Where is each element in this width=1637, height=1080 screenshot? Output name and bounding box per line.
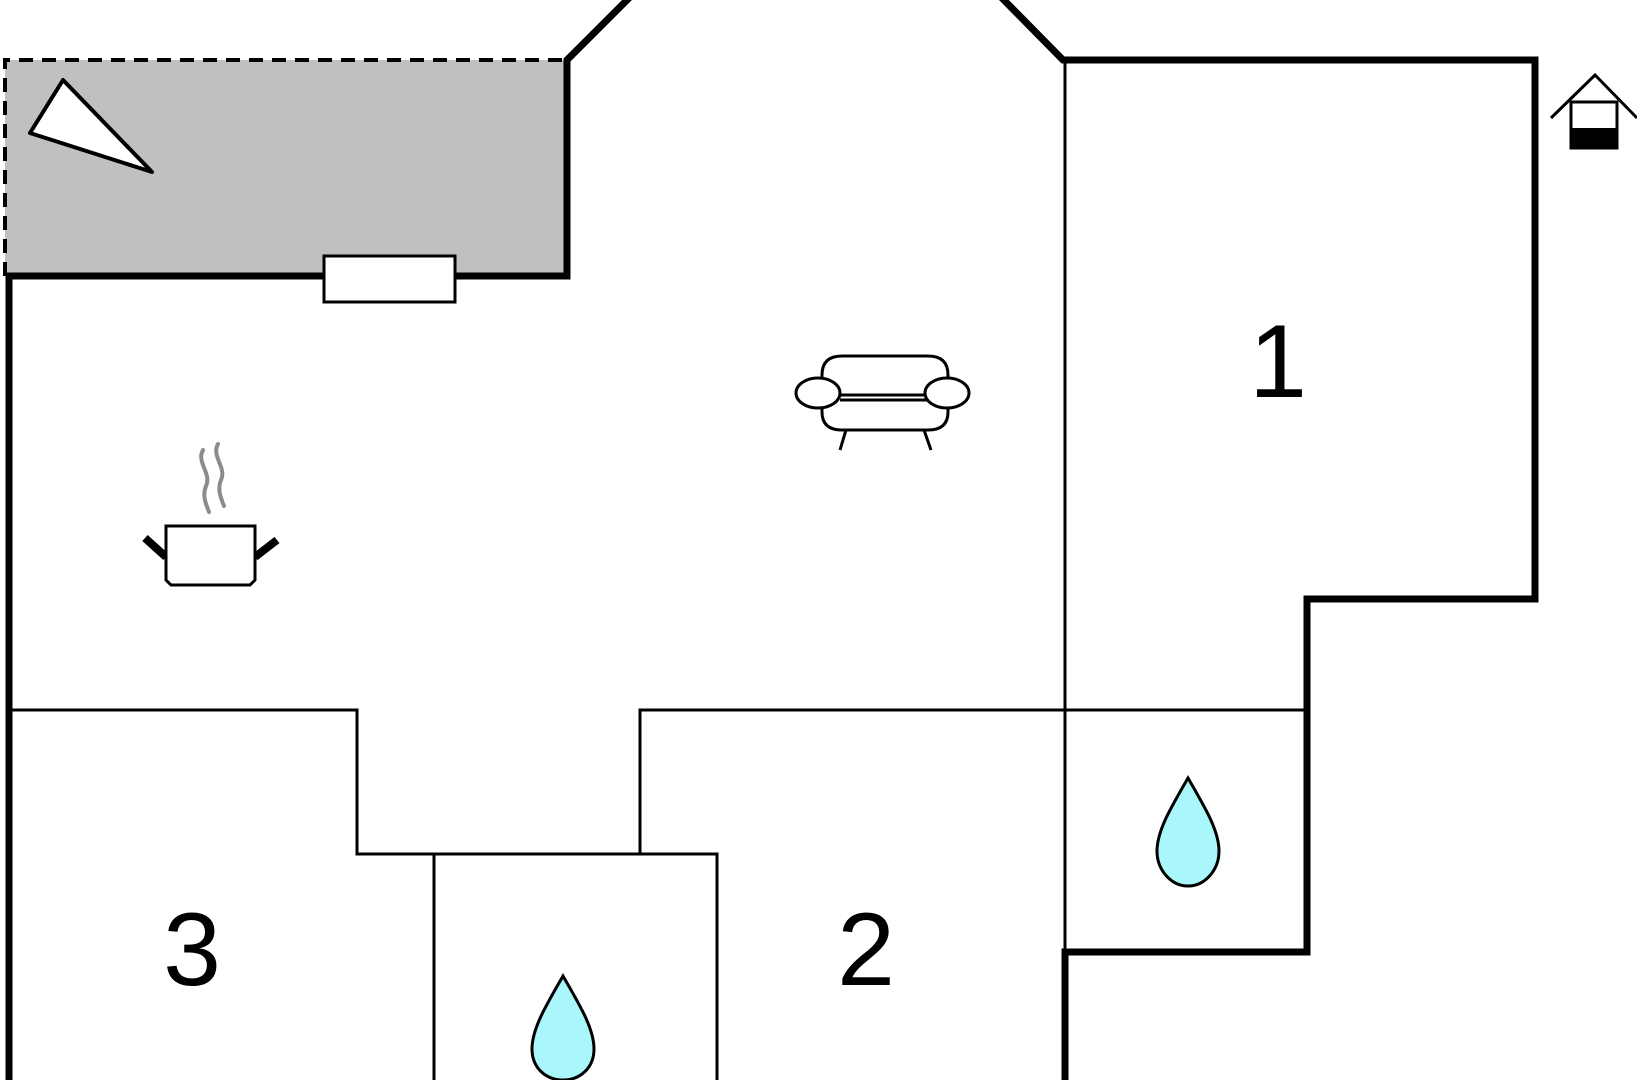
room-number-1: 1 <box>1249 304 1307 420</box>
terrace-dashed-border <box>3 58 564 276</box>
room-number-2: 2 <box>837 892 895 1008</box>
wall-bedroom2-top <box>638 708 1307 854</box>
interior-walls <box>9 60 1307 1080</box>
wall-left-terrace <box>5 0 632 1080</box>
wall-bedroom3 <box>9 708 719 1080</box>
sofa-icon <box>794 354 971 451</box>
room-number-3: 3 <box>163 892 221 1008</box>
water-drop-icon <box>530 972 596 1080</box>
wall-right-top <box>998 0 1539 1080</box>
terrace <box>3 58 564 276</box>
terrace-area <box>5 60 564 276</box>
house-entrance-icon <box>1549 72 1637 150</box>
terrace-icon <box>28 78 154 174</box>
water-drop-icon <box>1155 774 1221 888</box>
window <box>322 254 457 304</box>
exterior-walls <box>5 0 1539 1080</box>
cooking-pot-icon <box>142 442 280 587</box>
